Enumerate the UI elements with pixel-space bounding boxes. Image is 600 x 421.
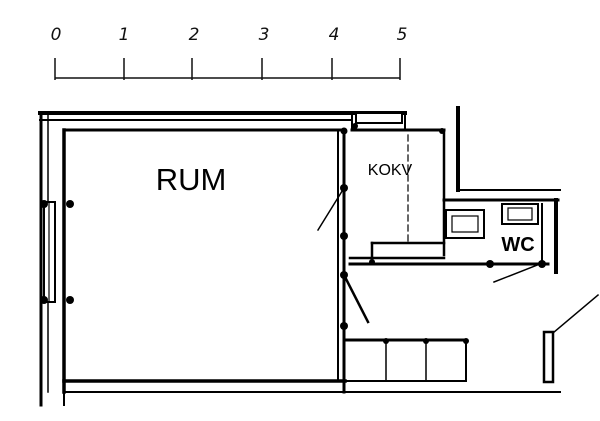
scale-tick-3: 3 bbox=[259, 25, 270, 45]
scale-tick-0: 0 bbox=[51, 25, 62, 45]
scale-tick-2: 2 bbox=[189, 25, 200, 45]
kitchen-details bbox=[348, 134, 550, 268]
room-label-kokv: KOKV bbox=[368, 162, 413, 179]
wc-fixtures bbox=[445, 203, 543, 283]
entrance-door bbox=[542, 293, 600, 384]
scale-bar: 0 1 2 3 4 5 bbox=[51, 25, 408, 80]
scale-tick-5: 5 bbox=[397, 25, 408, 45]
room-label-rum: RUM bbox=[156, 162, 227, 197]
window-left bbox=[40, 200, 74, 304]
wardrobes bbox=[342, 338, 469, 382]
room-label-wc: WC bbox=[501, 234, 534, 256]
scale-tick-1: 1 bbox=[119, 25, 130, 45]
window-top bbox=[352, 112, 445, 134]
exterior-walls bbox=[38, 106, 561, 407]
partition-wall bbox=[316, 127, 370, 394]
scale-tick-4: 4 bbox=[329, 25, 340, 45]
